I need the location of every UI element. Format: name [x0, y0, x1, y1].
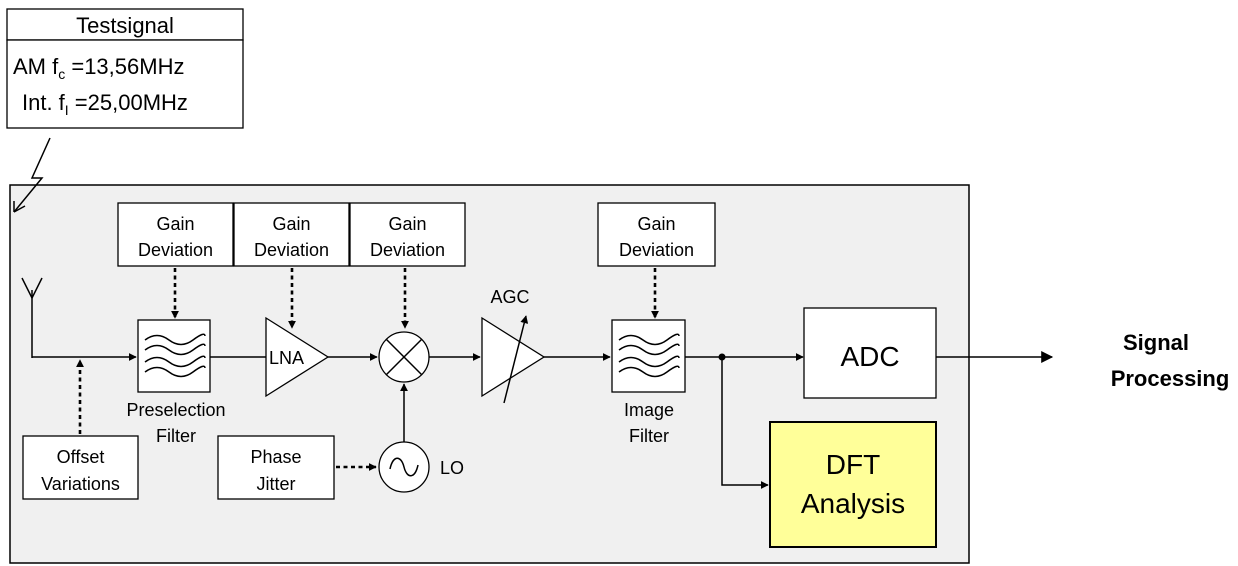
signal-processing-label: Processing [1111, 366, 1230, 391]
svg-text:Gain: Gain [156, 214, 194, 234]
svg-text:LNA: LNA [269, 348, 304, 368]
gain-deviation-box: Gain Deviation [117, 202, 234, 267]
svg-text:Gain: Gain [637, 214, 675, 234]
rf-transmission-icon [13, 137, 51, 213]
svg-text:Deviation: Deviation [370, 240, 445, 260]
lna-amplifier: LNA [265, 316, 330, 398]
offset-variations-box: Offset Variations [22, 435, 139, 500]
image-filter [611, 319, 686, 393]
adc-block: ADC [803, 307, 937, 399]
agc-label: AGC [490, 287, 529, 307]
agc-amplifier [481, 315, 546, 404]
svg-text:Gain: Gain [272, 214, 310, 234]
gain-deviation-box: Gain Deviation [597, 202, 716, 267]
phase-jitter-box: Phase Jitter [217, 435, 335, 500]
signal-processing-label: Signal [1123, 330, 1189, 355]
preselection-label: Preselection [126, 400, 225, 420]
testsignal-box: Testsignal AM fc =13,56MHz Int. fI =25,0… [6, 8, 244, 129]
svg-text:Deviation: Deviation [619, 240, 694, 260]
svg-text:Deviation: Deviation [138, 240, 213, 260]
svg-text:Jitter: Jitter [256, 474, 295, 494]
svg-text:DFT: DFT [826, 449, 880, 480]
svg-text:Variations: Variations [41, 474, 120, 494]
image-filter-label: Filter [629, 426, 669, 446]
preselection-label: Filter [156, 426, 196, 446]
mixer [378, 331, 430, 383]
svg-text:Offset: Offset [57, 447, 105, 467]
svg-text:Deviation: Deviation [254, 240, 329, 260]
testsignal-title: Testsignal [76, 13, 174, 38]
lo-label: LO [440, 458, 464, 478]
testsignal-am-line: AM fc =13,56MHz [13, 54, 184, 82]
local-oscillator [378, 441, 430, 493]
gain-deviation-box: Gain Deviation [349, 202, 466, 267]
testsignal-int-line: Int. fI =25,00MHz [22, 90, 188, 118]
image-filter-label: Image [624, 400, 674, 420]
svg-text:Phase: Phase [250, 447, 301, 467]
svg-text:ADC: ADC [840, 341, 899, 372]
gain-deviation-box: Gain Deviation [233, 202, 350, 267]
dft-analysis-block: DFT Analysis [769, 421, 937, 548]
preselection-filter [137, 319, 211, 393]
svg-text:Analysis: Analysis [801, 488, 905, 519]
svg-text:Gain: Gain [388, 214, 426, 234]
antenna-icon [21, 277, 43, 358]
